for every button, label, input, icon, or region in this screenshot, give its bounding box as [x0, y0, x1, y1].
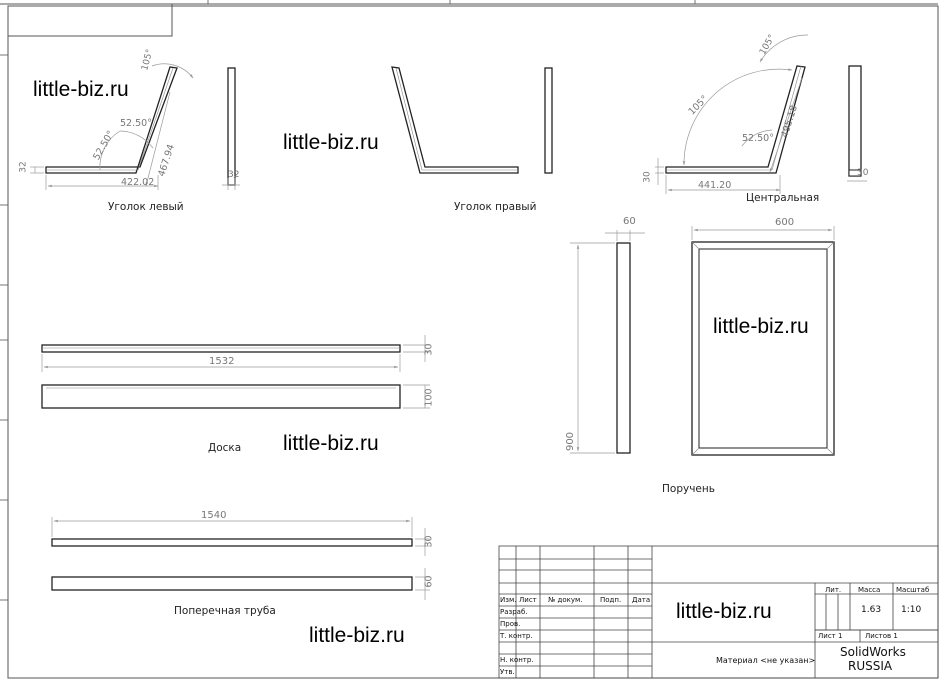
tb-company-2: RUSSIA	[848, 659, 893, 673]
watermark-3: little-biz.ru	[713, 315, 809, 338]
dim-rail-width: 600	[775, 217, 795, 228]
tb-col-date: Дата	[632, 596, 651, 604]
watermark-6: little-biz.ru	[309, 624, 405, 647]
tb-col-list: Лист	[519, 596, 537, 604]
dim-board-width: 100	[423, 388, 435, 407]
dim-central-height: 30	[642, 171, 653, 183]
part-rail	[570, 226, 835, 456]
tb-row-utv: Утв.	[500, 668, 515, 676]
part-board	[41, 335, 430, 409]
tb-scale-value: 1:10	[901, 605, 922, 615]
watermark-2: little-biz.ru	[283, 131, 379, 154]
dim-board-length: 1532	[209, 356, 235, 367]
caption-central: Центральная	[746, 192, 820, 204]
tb-scale-label: Масштаб	[896, 586, 930, 594]
dim-central-length: 441.20	[698, 180, 732, 191]
part-left-corner	[30, 63, 240, 190]
part-cross-pipe	[51, 517, 430, 600]
dim-left-angle-a: 52.50°	[120, 118, 152, 129]
caption-rail: Поручень	[662, 483, 715, 495]
dim-central-angle-b: 52.50°	[742, 133, 774, 144]
caption-board: Доска	[208, 442, 242, 454]
dim-central-side: 30	[857, 168, 869, 178]
caption-right-corner: Уголок правый	[454, 201, 537, 213]
caption-cross-pipe: Поперечная труба	[174, 605, 276, 617]
tb-mass-label: Масса	[858, 586, 881, 594]
tb-company-1: SolidWorks	[840, 645, 906, 659]
part-central	[655, 34, 867, 194]
tb-sheets: Листов 1	[865, 632, 898, 640]
tb-material: Материал <не указан>	[716, 656, 816, 665]
tb-col-izm: Изм.	[500, 596, 517, 604]
watermark-5: little-biz.ru	[676, 600, 772, 623]
tb-row-prov: Пров.	[500, 620, 521, 628]
dim-left-side: 32	[228, 170, 240, 180]
dim-pipe-thick: 30	[423, 535, 435, 548]
tb-mass-value: 1.63	[861, 605, 882, 615]
watermark-1: little-biz.ru	[33, 78, 129, 101]
dim-left-length: 422.02	[121, 177, 155, 188]
tb-col-sign: Подп.	[600, 596, 622, 604]
dim-board-thick: 30	[423, 343, 435, 356]
watermark-4: little-biz.ru	[283, 432, 379, 455]
tb-row-nkontr: Н. контр.	[500, 656, 534, 664]
part-right-corner	[391, 66, 553, 174]
dim-rail-height: 900	[565, 431, 577, 452]
tb-row-tkontr: Т. контр.	[500, 632, 533, 640]
dim-pipe-width: 60	[423, 575, 435, 588]
caption-left-corner: Уголок левый	[108, 201, 184, 213]
tb-sheet: Лист 1	[818, 632, 843, 640]
tb-col-doc: № докум.	[548, 596, 583, 604]
title-block-frame	[498, 545, 939, 679]
dim-rail-depth: 60	[623, 216, 636, 227]
dim-pipe-length: 1540	[201, 510, 227, 521]
dim-left-height: 32	[18, 161, 29, 173]
tb-row-razrab: Разраб.	[500, 608, 528, 616]
tb-lit-label: Лит.	[825, 586, 842, 594]
